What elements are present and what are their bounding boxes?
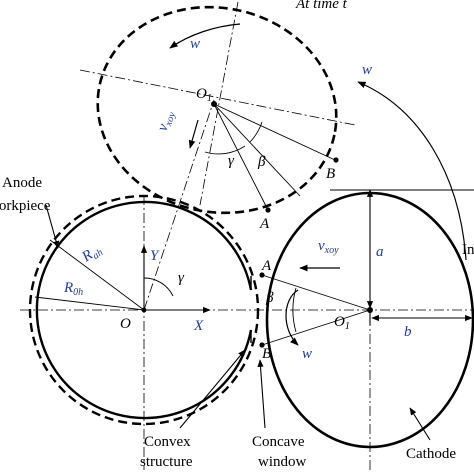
r-0h-label: R0h [63, 280, 83, 298]
w-top-right-label: w [362, 62, 372, 78]
top-ellipse-major-axis [199, 1, 239, 206]
rotation-arrow-right [285, 289, 299, 346]
point-b-top-label: B [326, 166, 335, 182]
gamma-arc-top [204, 145, 246, 155]
top-ellipse-minor-axis [79, 69, 356, 126]
o1-top-label: O1 [196, 86, 212, 104]
anode-leader [45, 204, 60, 249]
o-label: O [120, 316, 131, 332]
ray-top-o1-to-a-inner [213, 103, 301, 197]
concave-label-line2: window [258, 454, 307, 470]
point-o1-right [367, 307, 373, 313]
radius-r-0h [34, 296, 145, 311]
o1-right-label: O1 [334, 314, 350, 332]
concave-leader [257, 359, 266, 429]
point-b [259, 342, 265, 348]
anode-outer-dashed-circle [28, 194, 260, 426]
ray-top-o1-to-a [213, 103, 269, 211]
gamma-arc-left [143, 277, 174, 297]
convex-leader [179, 349, 246, 429]
rotation-arrow-large [357, 81, 467, 261]
point-o1-top [211, 101, 217, 107]
beta-top-label: β [257, 154, 266, 170]
point-a-label: A [261, 258, 272, 274]
w-top-left-label: w [190, 36, 200, 52]
anode-label-line2: workpiece [0, 198, 51, 214]
point-b-label: B [262, 346, 271, 362]
point-o [141, 307, 147, 313]
y-axis-label: Y [150, 248, 160, 264]
diagonal-o-to-top-o1 [143, 99, 215, 311]
ray-top-o1-to-b [213, 103, 336, 161]
radius-r-ah [49, 239, 145, 311]
right-edge-label: In [462, 242, 474, 258]
ray-o1-to-b [261, 309, 371, 346]
cathode-label: Cathode [406, 446, 456, 462]
concave-label-line1: Concave [252, 434, 305, 450]
anode-workpiece-outline [35, 200, 253, 420]
velocity-right-label: vxoy [318, 238, 339, 256]
point-a-top-label: A [259, 216, 270, 232]
r-ah-label: Rah [78, 241, 105, 267]
rotation-arrow-top [169, 23, 241, 49]
velocity-arrow-top [188, 119, 199, 149]
point-b-top [333, 157, 339, 163]
velocity-top-label: vxoy [155, 108, 179, 134]
gamma-top-label: γ [228, 153, 235, 169]
beta-arc-top [249, 121, 263, 143]
convex-label-line2: structure [140, 454, 193, 470]
point-a-top [265, 207, 271, 213]
dimension-b-label: b [404, 324, 412, 340]
center-lines [20, 1, 474, 470]
dimension-a-label: a [376, 244, 384, 260]
beta-arc-right [292, 287, 297, 333]
beta-right-label: β [265, 290, 274, 306]
gamma-left-label: γ [178, 270, 185, 286]
point-a [259, 272, 265, 278]
ray-o1-to-a [261, 274, 371, 311]
x-axis-label: X [193, 318, 204, 334]
w-right-label: w [302, 346, 312, 362]
top-caption: At time t [295, 0, 348, 12]
cathode-leader [409, 407, 431, 441]
convex-label-line1: Convex [144, 434, 191, 450]
anode-label-line1: Anode [2, 175, 42, 191]
